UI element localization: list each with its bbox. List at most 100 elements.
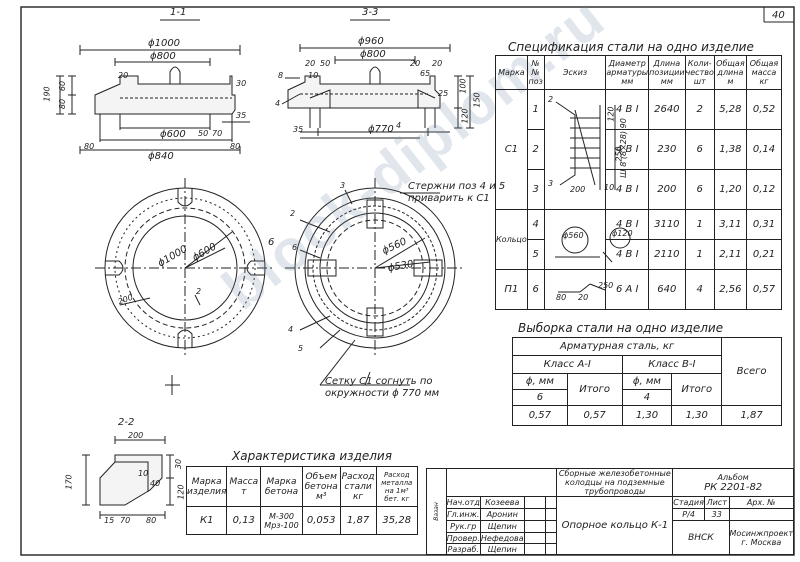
spec-cell-mark-c1: С1 bbox=[495, 89, 528, 210]
stamp-code: РК 2201-82 bbox=[704, 481, 763, 493]
sample-h-class-b: Класс В-I bbox=[621, 355, 723, 374]
spec-cell-tlen: 2,56 bbox=[713, 269, 747, 310]
sample-val-a: 0,57 bbox=[512, 405, 568, 426]
dim-170: 170 bbox=[64, 474, 74, 490]
char-perm3: 35,28 bbox=[375, 506, 418, 535]
dim-60: 60 bbox=[58, 80, 68, 92]
dim-35b: 35 bbox=[293, 125, 304, 134]
char-h-volume: Объем бетона м³ bbox=[301, 466, 341, 507]
stamp-org3: г. Москва bbox=[741, 537, 782, 547]
stamp-album: Альбом bbox=[717, 472, 749, 482]
sample-title: Выборка стали на одно изделие bbox=[518, 321, 724, 335]
spec-cell-mass: 0,31 bbox=[745, 209, 783, 240]
spec-cell-qty: 6 bbox=[684, 169, 715, 210]
char-mass: 0,13 bbox=[226, 506, 262, 535]
label-4-plan: 4 bbox=[288, 325, 294, 334]
stamp-date-3 bbox=[544, 532, 558, 544]
stamp-date-0 bbox=[544, 496, 558, 509]
char-h-mark: Марка изделия bbox=[185, 466, 228, 507]
stamp-stage: Р/4 bbox=[672, 508, 705, 521]
sheet-number: 40 bbox=[772, 10, 785, 21]
spec-cell-qty: 1 bbox=[684, 209, 715, 240]
spec-cell-dia: 4 В I bbox=[605, 89, 650, 130]
label-8: 8 bbox=[278, 71, 284, 80]
dim-d960: ϕ960 bbox=[358, 36, 384, 47]
stamp-title: Опорное кольцо К-1 bbox=[556, 496, 674, 555]
spec-table: Марка №№ поз Эскиз Диаметр арматуры мм Д… bbox=[495, 55, 783, 310]
char-concrete: М-300 Мрз-100 bbox=[260, 506, 303, 535]
spec-h-mass: Общая масса кг bbox=[745, 55, 783, 90]
sketch-d120: ϕ120 bbox=[612, 229, 633, 238]
stamp-role-2: Рук.гр bbox=[445, 520, 481, 533]
stamp-stage-h: Стадия bbox=[672, 496, 705, 509]
stamp-org2: Мосинжпроект bbox=[729, 528, 793, 538]
dim-d800: ϕ800 bbox=[150, 51, 176, 62]
plan-view-right bbox=[285, 178, 465, 386]
sample-val-b: 1,30 bbox=[621, 405, 673, 426]
note-weld: приварить к С1 bbox=[408, 193, 490, 204]
section-3-3-title: 3-3 bbox=[362, 7, 379, 18]
title-block: Вазан Сборные железобетонные колодцы на … bbox=[426, 468, 795, 555]
spec-cell-len: 3110 bbox=[648, 209, 686, 240]
spec-h-qty: Коли-чество шт bbox=[684, 55, 715, 90]
dim-80c: 80 bbox=[58, 98, 68, 110]
dim-150: 150 bbox=[472, 92, 482, 108]
dim-d770: ϕ770 bbox=[368, 124, 394, 135]
section-1-1-title: 1-1 bbox=[170, 7, 187, 18]
stamp-date-2 bbox=[544, 520, 558, 533]
spec-h-sketch: Эскиз bbox=[543, 55, 607, 90]
sample-h-itogo-a: Итого bbox=[566, 373, 623, 406]
spec-title: Спецификация стали на одно изделие bbox=[508, 40, 754, 54]
sample-itogo-a: 0,57 bbox=[566, 405, 623, 426]
dim-20d: 20 bbox=[432, 59, 443, 68]
section-1-1 bbox=[56, 19, 250, 154]
sketch-mark-2: 2 bbox=[548, 95, 554, 104]
stamp-side: Вазан bbox=[426, 468, 447, 555]
dim-20c: 20 bbox=[410, 59, 421, 68]
stamp-side-text: Вазан bbox=[432, 502, 440, 521]
stamp-empty-top bbox=[445, 468, 558, 497]
spec-cell-tlen: 1,20 bbox=[713, 169, 747, 210]
stamp-archive bbox=[728, 508, 795, 521]
char-h-concrete: Марка бетона bbox=[260, 466, 303, 507]
dim-120: 120 bbox=[460, 108, 470, 124]
spec-cell-tlen: 2,11 bbox=[713, 239, 747, 270]
stamp-name-1: Аронин bbox=[479, 508, 525, 521]
stamp-sign-2 bbox=[523, 520, 546, 533]
char-steel: 1,87 bbox=[339, 506, 377, 535]
char-mark: К1 bbox=[185, 506, 228, 535]
spec-h-len: Длина позиции мм bbox=[648, 55, 686, 90]
dim-50: 50 bbox=[198, 129, 209, 138]
stamp-name-0: Козеева bbox=[479, 496, 525, 509]
spec-cell-pos: 1 bbox=[526, 89, 545, 130]
note-bend-2: окружности ϕ 770 мм bbox=[325, 388, 440, 399]
dim-20b: 20 bbox=[305, 59, 316, 68]
spec-cell-tlen: 5,28 bbox=[713, 89, 747, 130]
spec-h-dia: Диаметр арматуры мм bbox=[605, 55, 650, 90]
stamp-org1: ВНСК bbox=[672, 520, 730, 555]
spec-cell-pos: 6 bbox=[526, 269, 545, 310]
section-2-2 bbox=[82, 436, 174, 519]
stamp-sheet: 33 bbox=[703, 508, 730, 521]
character-title: Характеристика изделия bbox=[232, 449, 392, 463]
dim-10b: 10 bbox=[138, 469, 149, 478]
label-6-plan: 6 bbox=[292, 243, 298, 252]
stamp-name-2: Щепин bbox=[479, 520, 525, 533]
sample-total: 1,87 bbox=[721, 405, 782, 426]
label-4b: 4 bbox=[396, 121, 402, 130]
sample-phi-b: 4 bbox=[621, 389, 673, 406]
dim-80-s22: 80 bbox=[146, 516, 157, 525]
note-rods: Стержни поз 4 и 5 bbox=[408, 181, 506, 192]
spec-cell-sketch-c1 bbox=[543, 89, 607, 210]
spec-cell-mass: 0,57 bbox=[745, 269, 783, 310]
label-2-plan: 2 bbox=[290, 209, 296, 218]
sample-h-phi-b: ϕ, мм bbox=[621, 373, 673, 390]
spec-cell-len: 2110 bbox=[648, 239, 686, 270]
dim-25: 25 bbox=[438, 89, 449, 98]
spec-cell-len: 640 bbox=[648, 269, 686, 310]
spec-cell-len: 200 bbox=[648, 169, 686, 210]
dim-30a: 30 bbox=[236, 79, 247, 88]
stamp-sign-0 bbox=[523, 496, 546, 509]
stamp-name-3: Нефедова bbox=[479, 532, 525, 544]
